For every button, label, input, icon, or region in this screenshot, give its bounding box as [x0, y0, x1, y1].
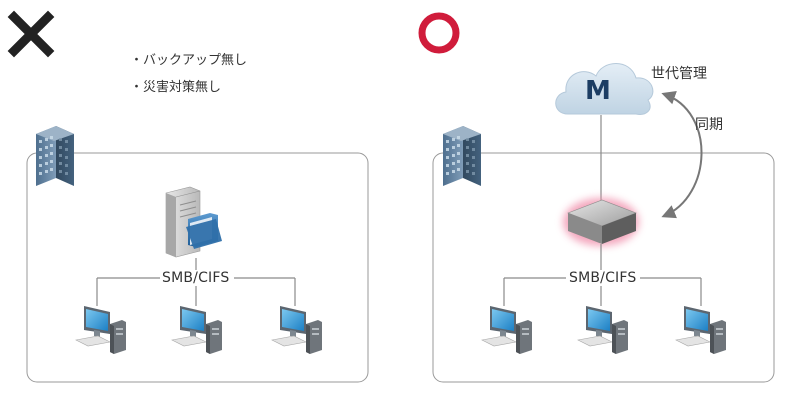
- no-backup-bullet: ・バックアップ無し: [130, 53, 248, 68]
- computer-icon: [271, 305, 323, 355]
- cloud-icon: [555, 63, 654, 115]
- building-icon: [36, 126, 74, 186]
- computer-icon: [171, 305, 223, 355]
- right-network-frame: [432, 152, 775, 383]
- cloud-logo-letter: M: [585, 76, 611, 106]
- right-protocol-label: SMB/CIFS: [567, 270, 639, 286]
- sync-label: 同期: [695, 117, 723, 133]
- left-network-frame: [26, 152, 369, 383]
- computer-icon: [577, 305, 629, 355]
- computer-icon: [75, 305, 127, 355]
- sync-arrow: [661, 91, 703, 219]
- left-network-lines: [96, 258, 296, 306]
- left-protocol-label: SMB/CIFS: [160, 270, 232, 286]
- cross-icon: [7, 10, 55, 58]
- computer-icon: [675, 305, 727, 355]
- computer-icon: [481, 305, 533, 355]
- nas-appliance-icon: [563, 198, 639, 246]
- generation-management-label: 世代管理: [651, 66, 707, 82]
- file-server-icon: [165, 186, 222, 258]
- no-disaster-recovery-bullet: ・災害対策無し: [130, 80, 222, 95]
- building-icon: [443, 126, 481, 186]
- circle-icon: [418, 12, 460, 54]
- right-network-lines: [503, 244, 702, 306]
